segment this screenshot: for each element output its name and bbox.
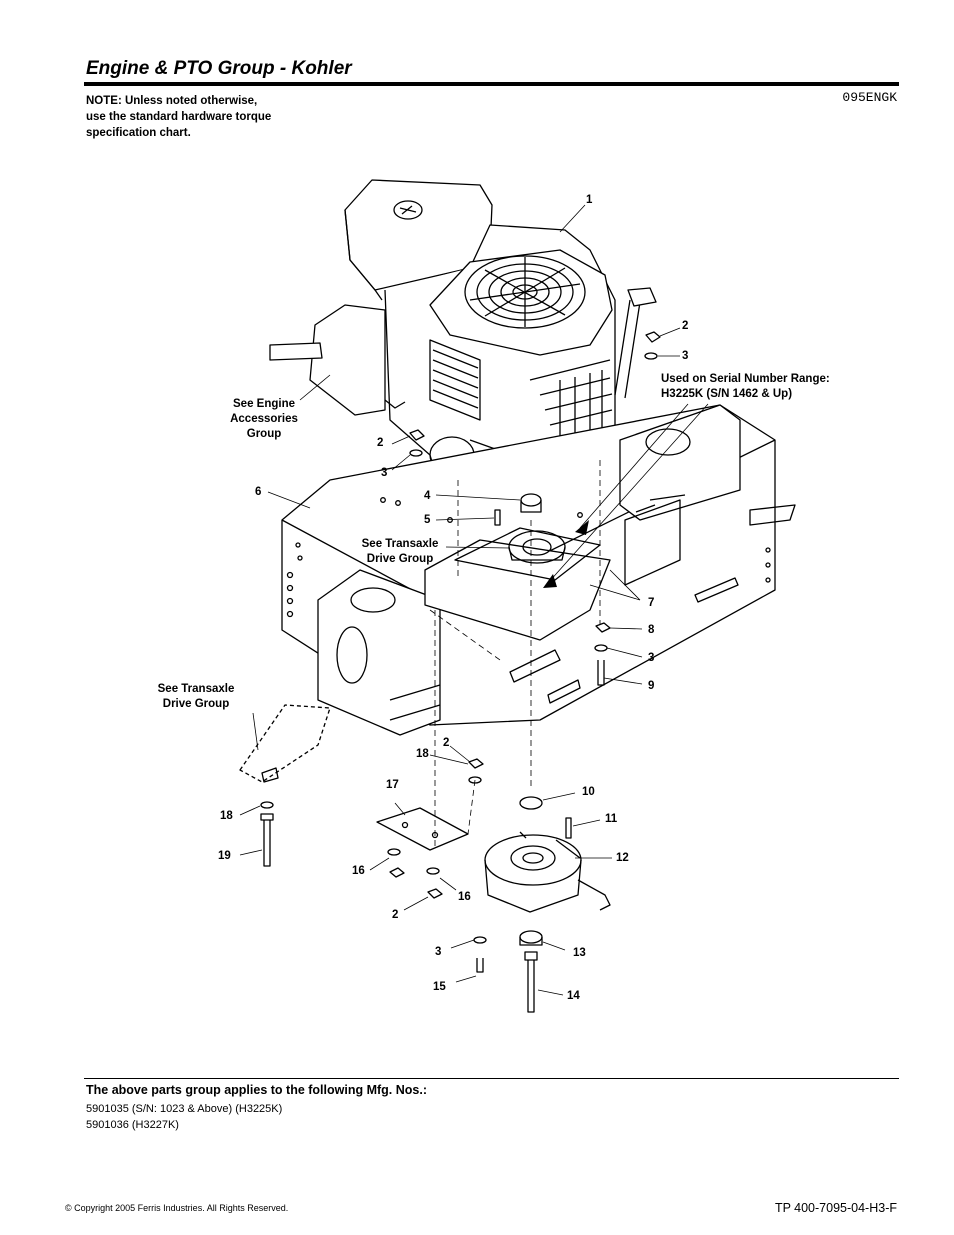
page-title: Engine & PTO Group - Kohler <box>86 58 352 79</box>
page-code: 095ENGK <box>842 90 897 105</box>
callout-3: 3 <box>682 350 688 362</box>
title-rule <box>84 82 899 86</box>
leader-lines <box>239 204 709 996</box>
callout-11: 11 <box>605 813 618 825</box>
callout-5: 5 <box>424 514 431 526</box>
callout-3: 3 <box>648 652 654 664</box>
callout-1: 1 <box>586 194 593 206</box>
note-line: NOTE: Unless noted otherwise, <box>86 95 258 107</box>
callout-18: 18 <box>220 810 233 822</box>
frame-illustration <box>281 404 796 736</box>
callout-12: 12 <box>616 852 629 864</box>
note-line: specification chart. <box>86 127 191 139</box>
callout-19: 19 <box>218 850 231 862</box>
ref-transaxle-left-line: Drive Group <box>163 698 229 710</box>
callout-2: 2 <box>377 437 383 449</box>
callout-13: 13 <box>573 947 586 959</box>
callout-16: 16 <box>458 891 471 903</box>
ref-serial-range-line: H3225K (S/N 1462 & Up) <box>661 388 792 400</box>
callout-14: 14 <box>567 990 580 1002</box>
ref-transaxle-upper-line: Drive Group <box>367 553 433 565</box>
ref-engine-accessories-line: See Engine <box>233 398 295 410</box>
ref-transaxle-upper-line: See Transaxle <box>362 538 439 550</box>
callout-17: 17 <box>386 779 399 791</box>
applies-heading: The above parts group applies to the fol… <box>86 1083 427 1097</box>
center-lines <box>429 460 601 850</box>
mfg-number-list: 5901035 (S/N: 1023 & Above) (H3225K) 590… <box>86 1101 282 1133</box>
callout-2: 2 <box>443 737 449 749</box>
exploded-parts-diagram: 1 2 3 2 3 4 5 6 7 8 3 9 18 2 17 10 11 12… <box>158 179 830 1013</box>
mfg-number: 5901035 (S/N: 1023 & Above) (H3225K) <box>86 1103 283 1115</box>
callout-8: 8 <box>648 624 655 636</box>
callout-3: 3 <box>381 467 387 479</box>
transaxle-plate-outline <box>239 704 331 783</box>
document-id: TP 400-7095-04-H3-F <box>774 1201 897 1215</box>
callout-18: 18 <box>416 748 429 760</box>
callout-7: 7 <box>648 597 654 609</box>
callout-16: 16 <box>352 865 365 877</box>
ref-engine-accessories-line: Group <box>247 428 282 440</box>
note-line: use the standard hardware torque <box>86 111 272 123</box>
callout-3: 3 <box>435 946 441 958</box>
copyright-notice: © Copyright 2005 Ferris Industries. All … <box>65 1203 289 1213</box>
ref-engine-accessories-line: Accessories <box>230 413 298 425</box>
footer-rule <box>84 1078 899 1079</box>
pto-clutch <box>484 831 611 913</box>
callout-6: 6 <box>255 486 261 498</box>
mfg-number: 5901036 (H3227K) <box>86 1119 179 1131</box>
callout-4: 4 <box>424 490 431 502</box>
ref-transaxle-left-line: See Transaxle <box>158 683 235 695</box>
engine-illustration <box>269 179 657 491</box>
callout-2: 2 <box>682 320 688 332</box>
drive-pulley <box>508 530 566 564</box>
callout-2: 2 <box>392 909 398 921</box>
callout-9: 9 <box>648 680 654 692</box>
callout-15: 15 <box>433 981 446 993</box>
ref-serial-range-line: Used on Serial Number Range: <box>661 373 830 385</box>
torque-note: NOTE: Unless noted otherwise, use the st… <box>86 93 271 141</box>
callout-10: 10 <box>582 786 595 798</box>
